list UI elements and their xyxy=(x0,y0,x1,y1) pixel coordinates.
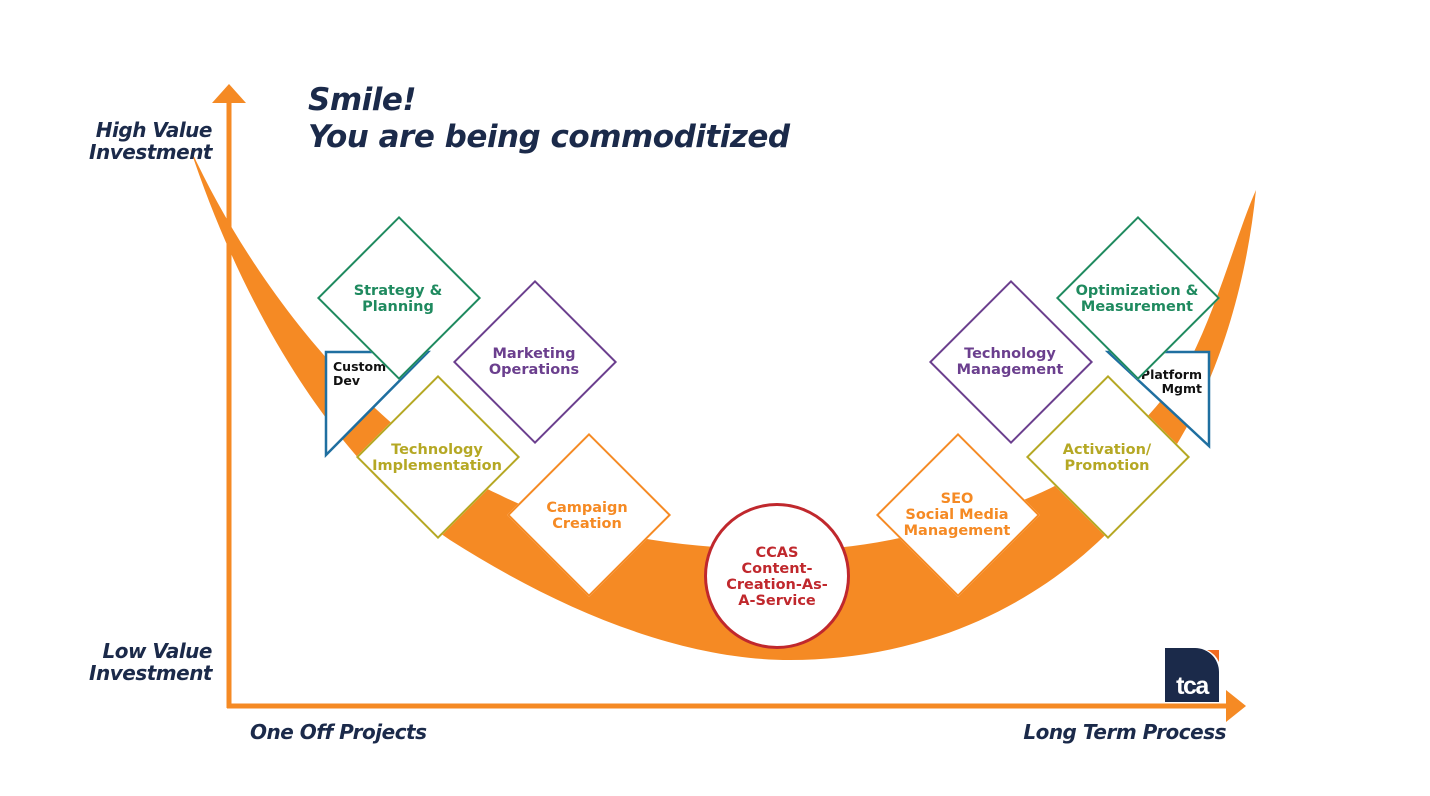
strategy-label: Strategy & Planning xyxy=(353,283,443,315)
ccas-label: CCAS Content- Creation-As- A-Service xyxy=(726,545,828,609)
tech-impl-label: Technology Implementation xyxy=(372,442,502,474)
optimization-label: Optimization & Measurement xyxy=(1075,283,1199,315)
y-low-line2: Investment xyxy=(89,661,212,685)
x-axis-right-label: Long Term Process xyxy=(1023,720,1226,744)
ccas-circle xyxy=(704,503,850,649)
y-axis-low-label: Low Value Investment xyxy=(62,640,212,684)
title-line1: Smile! xyxy=(308,82,417,118)
marketing-ops-label: Marketing Operations xyxy=(488,346,580,378)
seo-label: SEO Social Media Management xyxy=(903,491,1011,539)
campaign-label: Campaign Creation xyxy=(546,500,628,532)
platform-mgmt-label: Platform Mgmt xyxy=(1140,367,1202,396)
custom-dev-label: Custom Dev xyxy=(333,359,387,388)
tech-mgmt-label: Technology Management xyxy=(956,346,1064,378)
y-axis-arrow xyxy=(212,84,246,103)
x-axis-left-label: One Off Projects xyxy=(250,720,427,744)
activation-label: Activation/ Promotion xyxy=(1062,442,1152,474)
page-title: Smile! You are being commoditized xyxy=(308,82,790,156)
x-axis-arrow xyxy=(1226,690,1246,722)
y-high-line2: Investment xyxy=(89,140,212,164)
logo-text: tca xyxy=(1176,672,1210,700)
y-axis-high-label: High Value Investment xyxy=(62,119,212,163)
y-low-line1: Low Value xyxy=(102,639,212,663)
title-line2: You are being commoditized xyxy=(308,119,790,155)
y-high-line1: High Value xyxy=(95,118,213,142)
tca-logo: tca xyxy=(1165,648,1219,702)
